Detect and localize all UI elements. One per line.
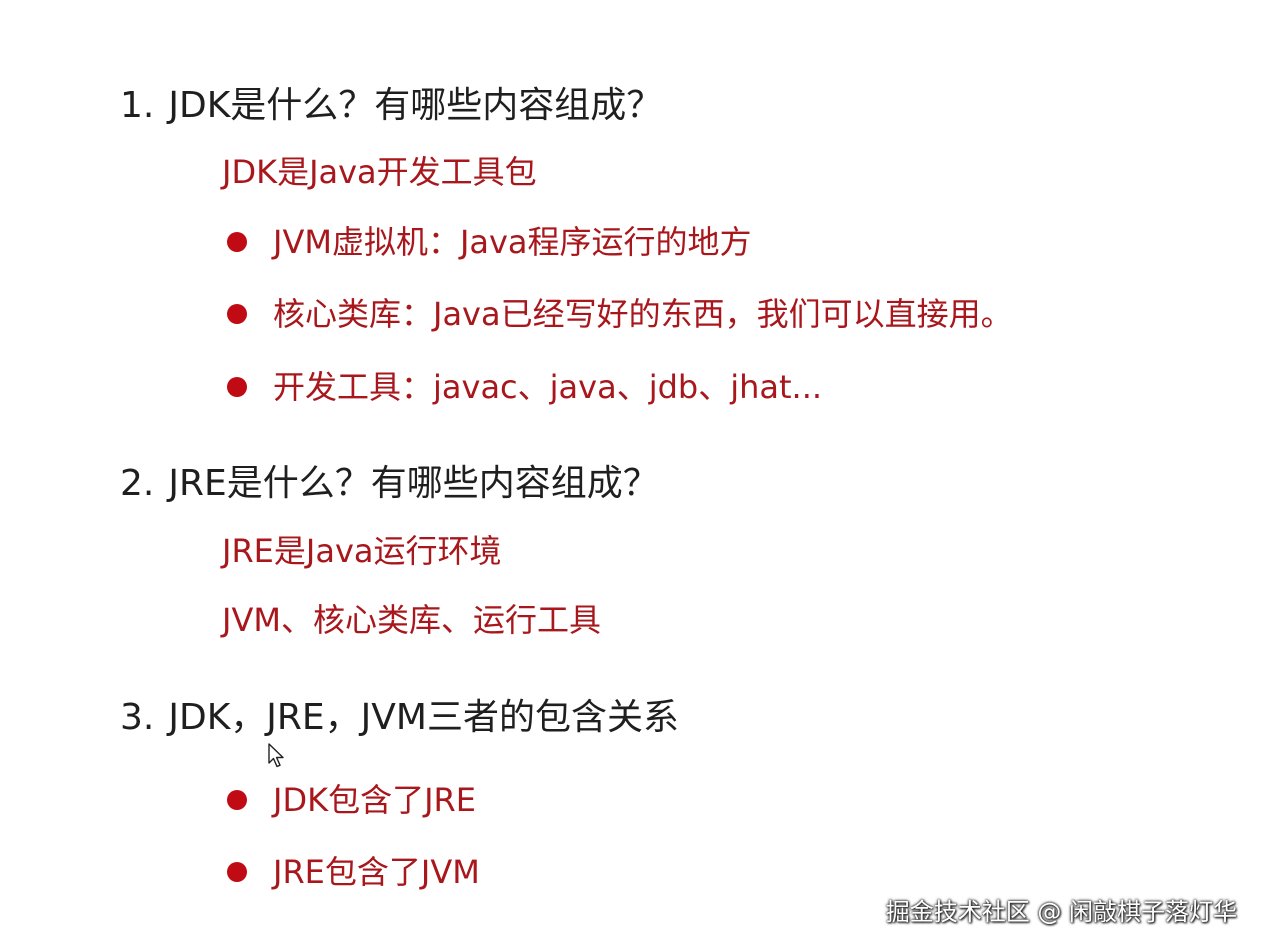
jdk-item-core-library: 核心类库：Java已经写好的东西，我们可以直接用。: [273, 295, 1013, 333]
jdk-item-dev-tools: 开发工具：javac、java、jdb、jhat...: [273, 368, 823, 406]
jre-definition: JRE是Java运行环境: [222, 532, 502, 570]
question-1-text: JDK是什么？有哪些内容组成？: [168, 85, 663, 126]
question-2-number: 2.: [120, 463, 155, 504]
bullet-icon: [227, 862, 247, 882]
jdk-definition: JDK是Java开发工具包: [222, 153, 537, 191]
mouse-cursor-icon: [268, 743, 284, 768]
question-3: 3. JDK，JRE，JVM三者的包含关系: [120, 696, 679, 740]
jre-components: JVM、核心类库、运行工具: [222, 601, 601, 639]
question-3-text: JDK，JRE，JVM三者的包含关系: [168, 697, 679, 738]
jdk-item-jvm: JVM虚拟机：Java程序运行的地方: [273, 223, 752, 261]
question-1-number: 1.: [120, 85, 155, 126]
bullet-icon: [227, 304, 247, 324]
bullet-icon: [227, 232, 247, 252]
question-2: 2. JRE是什么？有哪些内容组成？: [120, 462, 659, 506]
question-1: 1. JDK是什么？有哪些内容组成？: [120, 84, 662, 128]
relation-jre-contains-jvm: JRE包含了JVM: [273, 853, 480, 891]
bullet-icon: [227, 790, 247, 810]
bullet-icon: [227, 377, 247, 397]
relation-jdk-contains-jre: JDK包含了JRE: [273, 781, 476, 819]
question-2-text: JRE是什么？有哪些内容组成？: [168, 463, 659, 504]
question-3-number: 3.: [120, 697, 155, 738]
watermark-text: 掘金技术社区 @ 闲敲棋子落灯华: [885, 898, 1237, 926]
